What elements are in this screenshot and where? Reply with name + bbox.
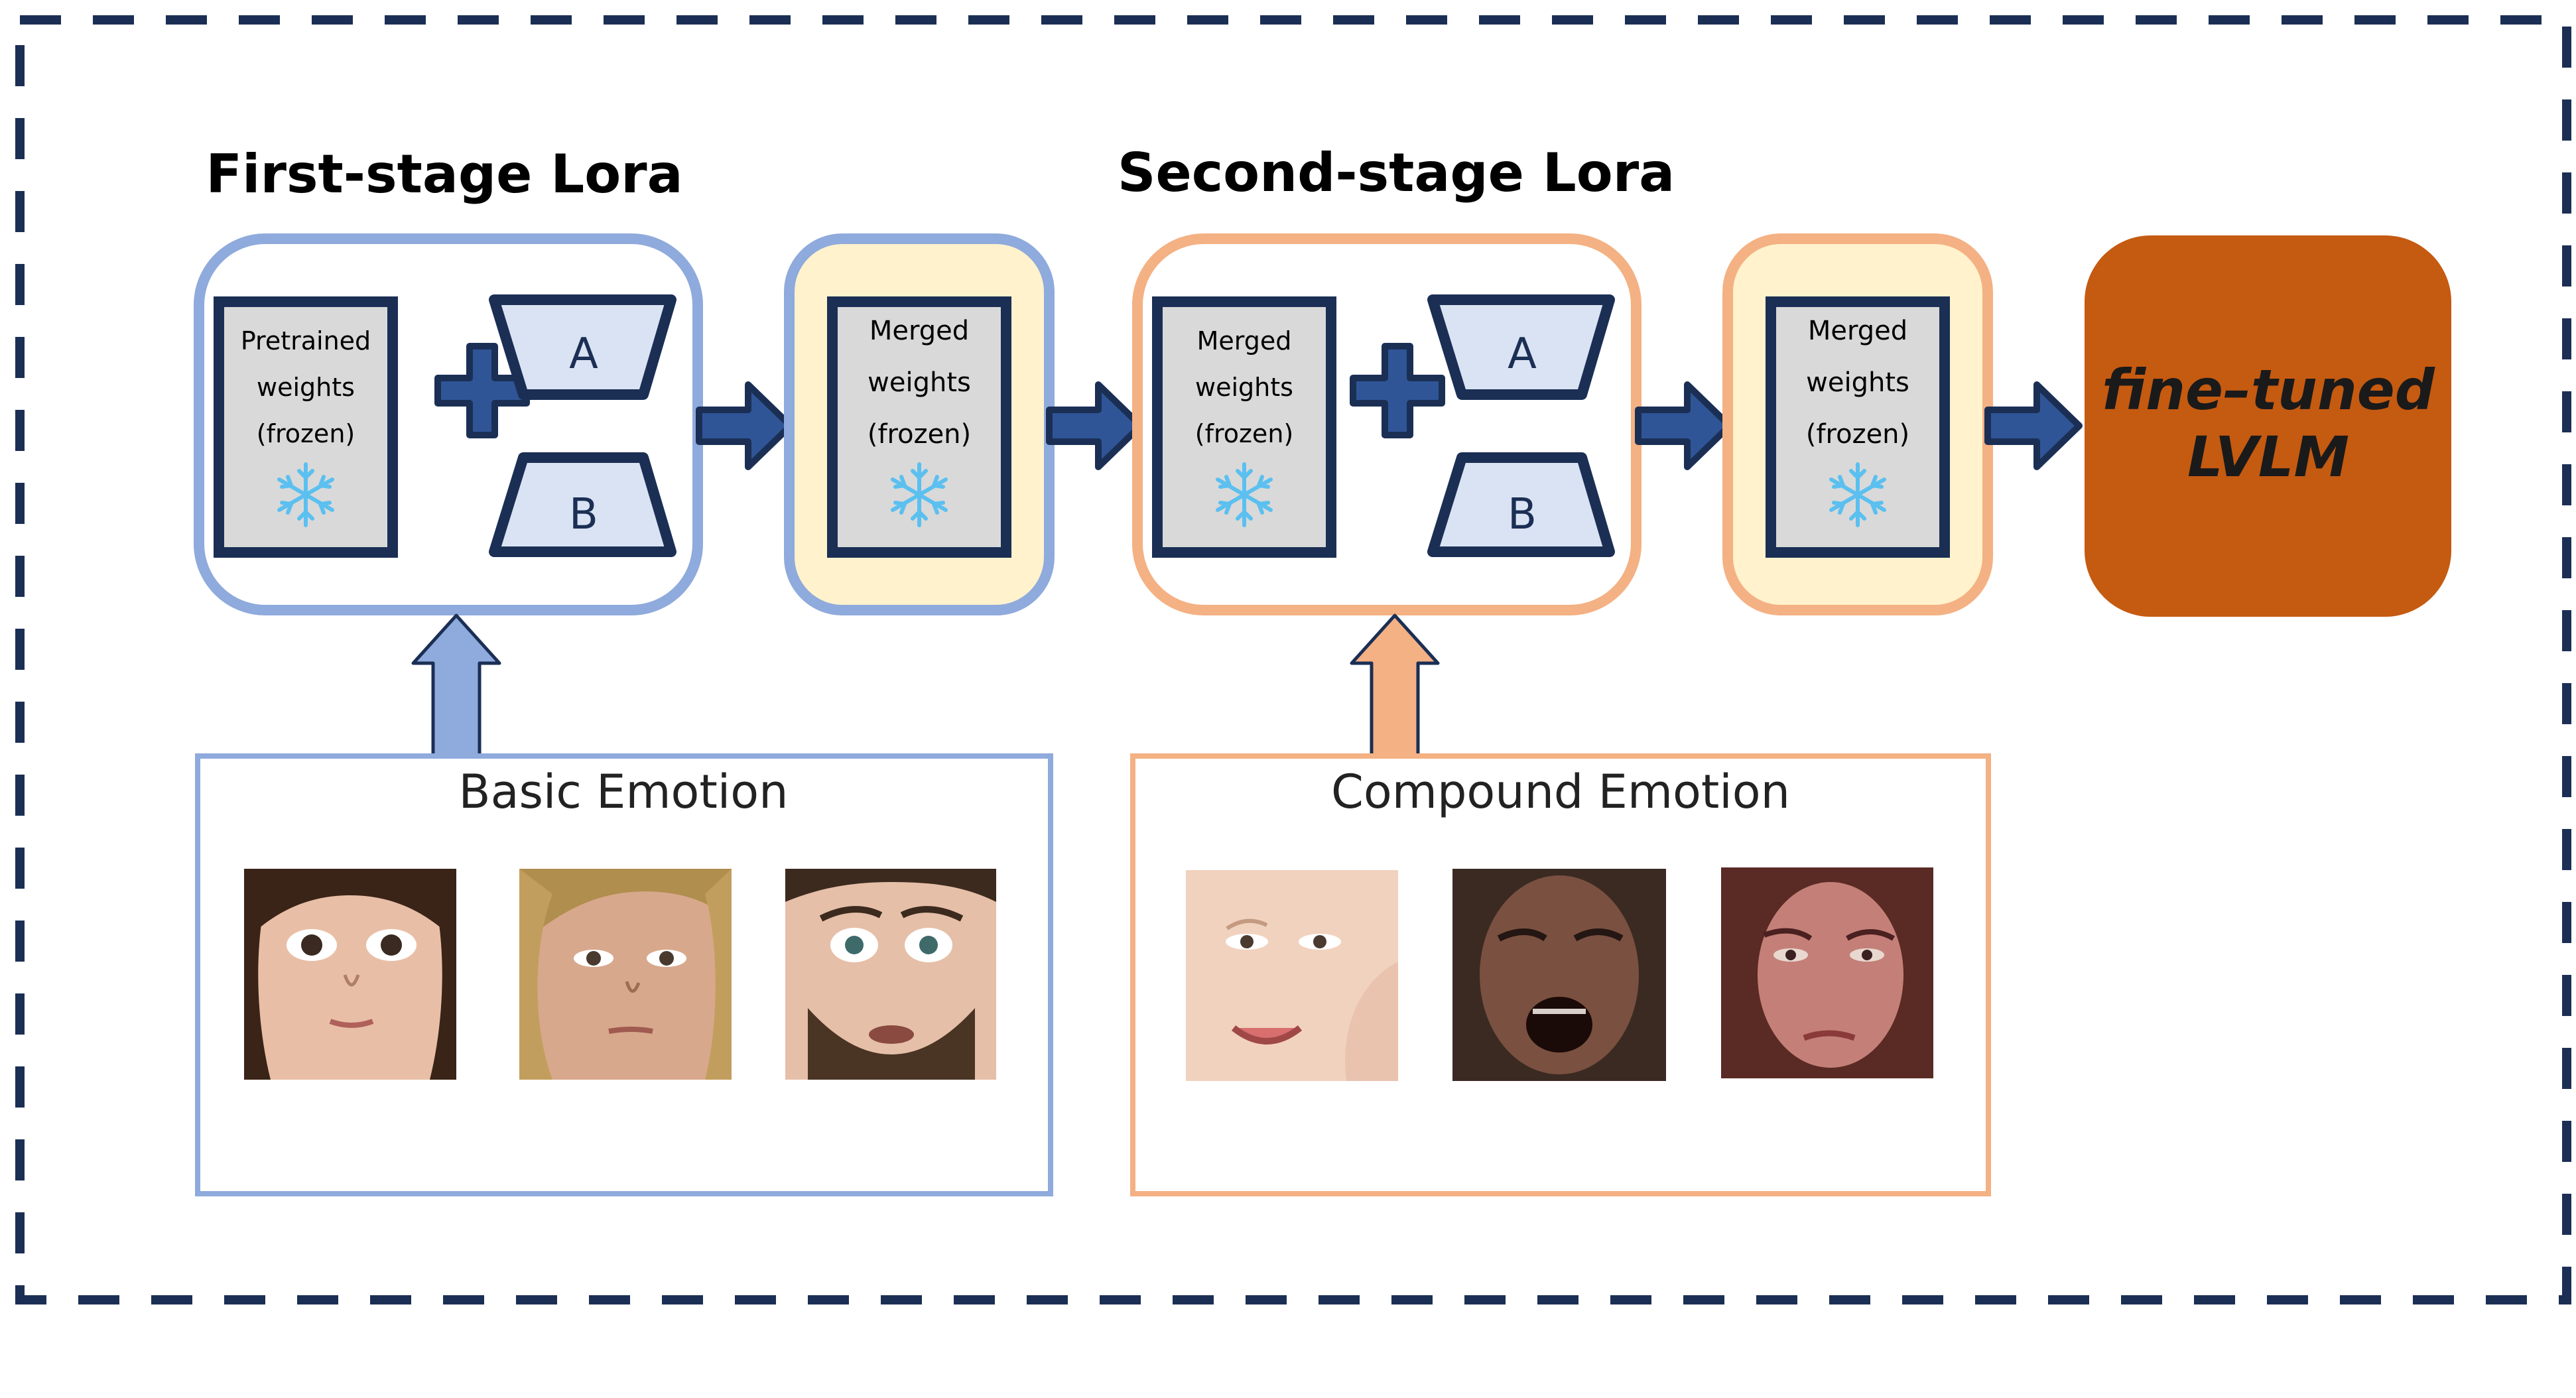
face-image — [1452, 869, 1666, 1081]
flow-arrow-4 — [1984, 381, 2083, 470]
merged-weights-block-3: Merged weights (frozen) — [1766, 296, 1950, 558]
adapter-a-label-1: A — [569, 330, 598, 379]
outer-dashed-frame — [15, 15, 2571, 1304]
merged-weights-block-1: Merged weights (frozen) — [827, 296, 1011, 558]
adapter-b-label-1: B — [569, 490, 598, 539]
final-label-2: LVLM — [2187, 424, 2349, 489]
face-image — [519, 869, 732, 1080]
basic-emotion-title: Basic Emotion — [459, 765, 789, 819]
merged-3-label-3: (frozen) — [1806, 419, 1909, 450]
second-stage-title: Second-stage Lora — [1118, 142, 1675, 204]
merged-1-label-1: Merged — [869, 316, 969, 346]
compound-data-up-arrow — [1350, 613, 1440, 758]
merged-3-label-2: weights — [1806, 367, 1909, 398]
first-stage-title: First-stage Lora — [206, 143, 682, 205]
merged-2-label-3: (frozen) — [1195, 419, 1293, 448]
merged-1-label-3: (frozen) — [868, 419, 971, 450]
compound-emotion-title: Compound Emotion — [1331, 765, 1790, 819]
face-image — [1186, 870, 1398, 1081]
plus-icon — [1350, 343, 1445, 438]
fine-tuned-lvlm-block: fine–tuned LVLM — [2085, 235, 2451, 617]
pretrained-weights-block: Pretrained weights (frozen) — [214, 296, 398, 558]
pretrained-label-2: weights — [257, 373, 355, 402]
flow-arrow-1 — [696, 381, 794, 470]
basic-emotion-panel: Basic Emotion — [195, 753, 1053, 1196]
merged-2-label-2: weights — [1195, 373, 1293, 402]
merged-3-label-1: Merged — [1808, 316, 1907, 346]
compound-emotion-panel: Compound Emotion — [1130, 753, 1991, 1196]
merged-2-label-1: Merged — [1197, 326, 1292, 355]
face-image — [785, 869, 996, 1080]
adapter-a-label-2: A — [1508, 330, 1537, 379]
face-image — [1721, 867, 1933, 1078]
adapter-b-1: B — [489, 452, 676, 557]
face-image — [244, 869, 456, 1080]
flow-arrow-3 — [1635, 381, 1733, 470]
adapter-a-2: A — [1427, 294, 1615, 400]
adapter-b-label-2: B — [1508, 490, 1537, 539]
merged-weights-block-2: Merged weights (frozen) — [1152, 296, 1336, 558]
pretrained-label-1: Pretrained — [241, 326, 371, 355]
adapter-a-1: A — [489, 294, 676, 400]
basic-data-up-arrow — [411, 613, 501, 758]
plus-icon — [434, 343, 530, 438]
pretrained-label-3: (frozen) — [257, 419, 355, 448]
adapter-b-2: B — [1427, 452, 1615, 557]
final-label-1: fine–tuned — [2102, 357, 2435, 422]
flow-arrow-2 — [1046, 381, 1144, 470]
merged-1-label-2: weights — [868, 367, 971, 398]
